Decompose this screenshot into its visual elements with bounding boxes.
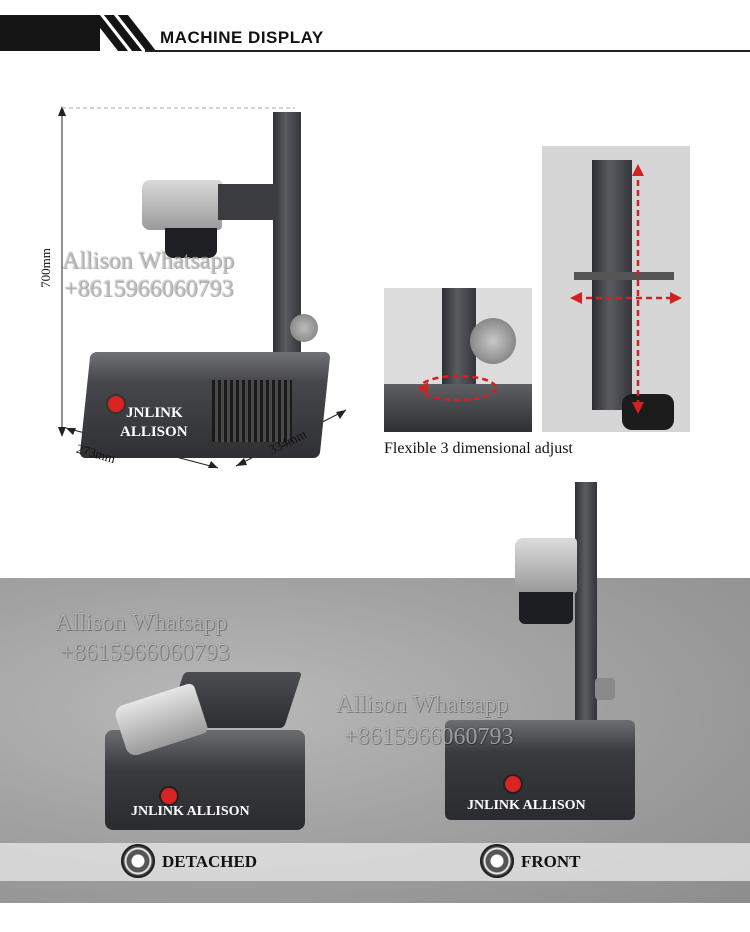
front-label: FRONT: [521, 852, 581, 871]
front-lens: [519, 592, 573, 624]
watermark-line2: +8615966060793: [344, 724, 514, 750]
detached-label: DETACHED: [162, 852, 258, 871]
rotation-marker: [418, 374, 498, 402]
front-brand: JNLINK ALLISON: [467, 798, 586, 813]
front-head: [515, 538, 577, 594]
header-black-block: [0, 15, 100, 51]
brand-line1: JNLINK: [126, 405, 183, 421]
estop-icon: [106, 394, 126, 414]
laser-lens: [165, 228, 217, 258]
watermark-line1: Allison Whatsapp: [336, 692, 509, 718]
watermark-line2: +8615966060793: [60, 640, 230, 666]
vent-grille: [212, 380, 292, 442]
watermark-line1: Allison Whatsapp: [55, 610, 228, 636]
adjust-detail-photo: [384, 288, 532, 432]
dimension-lines: [58, 106, 347, 469]
detail-base: [384, 384, 532, 432]
axis-arrows: [570, 164, 682, 414]
laser-head: [142, 180, 222, 230]
adjust-axis-photo: [542, 146, 690, 432]
brand-line2: ALLISON: [120, 424, 188, 440]
estop-icon: [159, 786, 179, 806]
machine-dimension-figure: JNLINK ALLISON 700mm 273mm 334mm Allison…: [37, 100, 360, 480]
adjust-knob: [290, 314, 318, 342]
detached-machine: JNLINK ALLISON: [105, 668, 305, 838]
adjust-caption: Flexible 3 dimensional adjust: [384, 440, 573, 457]
header-rule: [145, 50, 750, 52]
front-column: [575, 482, 597, 732]
axis-bracket: [574, 272, 674, 280]
front-base: [445, 720, 635, 820]
page-title: MACHINE DISPLAY: [160, 28, 324, 47]
axis-ring: [622, 394, 674, 430]
detail-knob: [470, 318, 516, 364]
detached-brand: JNLINK ALLISON: [131, 804, 250, 819]
estop-icon: [503, 774, 523, 794]
watermark-line1: Allison Whatsapp: [62, 248, 235, 274]
gear-icon: [480, 844, 514, 878]
axis-column: [592, 160, 632, 410]
height-label: 700mm: [37, 248, 53, 288]
gear-icon: [121, 844, 155, 878]
label-bar: [0, 843, 750, 881]
front-knob: [595, 678, 615, 700]
laser-arm: [218, 184, 276, 220]
watermark-line2: +8615966060793: [64, 276, 234, 302]
front-machine: JNLINK ALLISON: [445, 482, 635, 824]
